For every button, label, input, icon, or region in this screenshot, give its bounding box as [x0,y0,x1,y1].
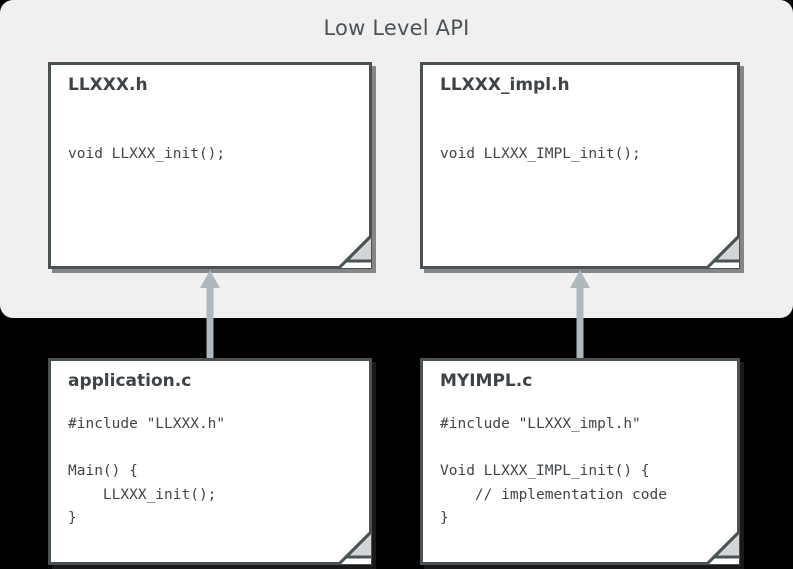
card-title-llxxx-h: LLXXX.h [68,75,148,95]
page-fold-icon [338,235,372,269]
page-fold-icon [706,531,740,565]
card-myimpl-c[interactable]: MYIMPL.c #include "LLXXX_impl.h" Void LL… [420,358,740,565]
card-code-application-c: #include "LLXXX.h" Main() { LLXXX_init()… [68,416,226,526]
group-panel-title: Low Level API [323,16,470,40]
card-title-application-c: application.c [68,371,192,391]
card-title-myimpl-c: MYIMPL.c [440,371,533,391]
card-title-llxxx-impl-h: LLXXX_impl.h [440,75,570,95]
page-fold-icon [706,235,740,269]
card-code-llxxx-h: void LLXXX_init(); [68,146,226,162]
card-llxxx-impl-h[interactable]: LLXXX_impl.h void LLXXX_IMPL_init(); [420,62,740,269]
card-code-llxxx-impl-h: void LLXXX_IMPL_init(); [440,146,641,162]
page-fold-icon [338,531,372,565]
card-llxxx-h[interactable]: LLXXX.h void LLXXX_init(); [48,62,372,269]
card-code-myimpl-c: #include "LLXXX_impl.h" Void LLXXX_IMPL_… [440,416,667,526]
card-application-c[interactable]: application.c #include "LLXXX.h" Main() … [48,358,372,565]
